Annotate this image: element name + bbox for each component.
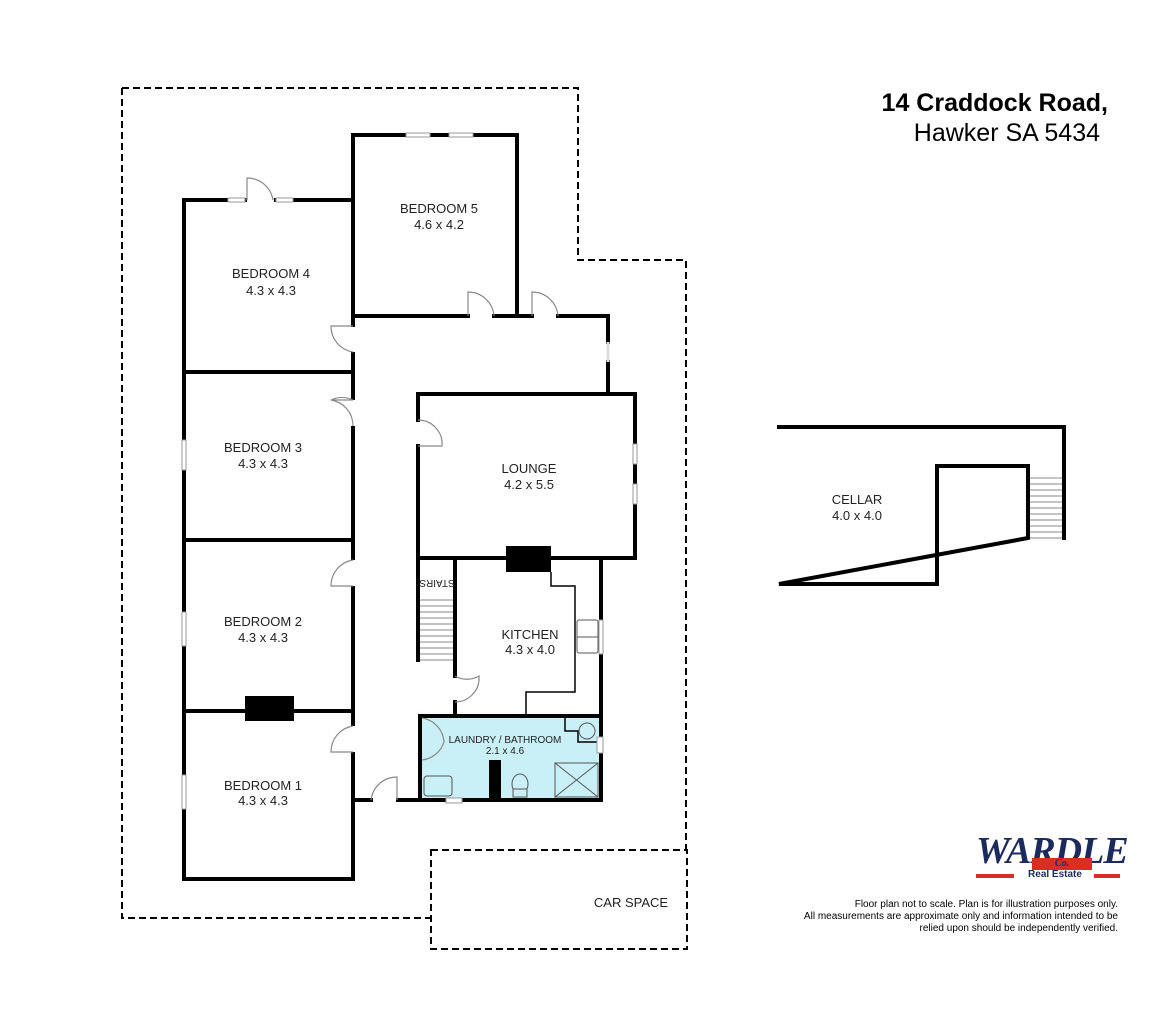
- logo-bar: [1094, 874, 1120, 878]
- window: [598, 619, 604, 655]
- room-size: 4.3 x 4.3: [246, 283, 296, 298]
- room-bedroom-4: [182, 177, 357, 542]
- room-name: BEDROOM 3: [224, 440, 302, 455]
- door-arc: [330, 559, 354, 587]
- room-name: BEDROOM 5: [400, 201, 478, 216]
- address-suburb: Hawker SA 5434: [913, 119, 1100, 147]
- room-size: 4.3 x 4.0: [505, 642, 555, 657]
- basin: [578, 722, 596, 740]
- room-size: 4.0 x 4.0: [832, 508, 882, 523]
- agency-logo: WARDLE Co. Real Estate: [976, 832, 1129, 880]
- room-name: LAUNDRY / BATHROOM: [449, 735, 562, 746]
- window: [181, 774, 187, 810]
- window: [445, 797, 463, 804]
- fireplace: [245, 696, 294, 721]
- fireplace: [506, 546, 551, 572]
- room-size: 4.3 x 4.3: [238, 630, 288, 645]
- window: [275, 197, 294, 203]
- room-name: LOUNGE: [502, 461, 557, 476]
- stairs-label: STAIRS: [419, 577, 455, 588]
- disclaimer: Floor plan not to scale. Plan is for ill…: [804, 899, 1118, 935]
- stairs: STAIRS: [416, 556, 457, 678]
- door-arc: [330, 725, 354, 753]
- door-arc: [370, 776, 398, 801]
- window: [632, 443, 638, 465]
- logo-bar: [976, 874, 1014, 878]
- room-lounge: [416, 392, 638, 572]
- property-boundary: [121, 87, 687, 919]
- door-arc: [421, 717, 445, 761]
- logo-subtitle: Real Estate: [1028, 869, 1082, 880]
- room-laundry-bathroom: [418, 714, 604, 804]
- laundry-tub: [423, 775, 453, 797]
- room-name: BEDROOM 4: [232, 266, 310, 281]
- hallway: [351, 291, 610, 395]
- car-space-boundary: [430, 849, 688, 950]
- disclaimer-line: relied upon should be independently veri…: [919, 923, 1118, 934]
- address-street: 14 Craddock Road,: [881, 89, 1108, 117]
- toilet-cistern: [512, 788, 528, 798]
- room-size: 4.6 x 4.2: [414, 217, 464, 232]
- logo-co: Co.: [1032, 858, 1092, 870]
- window: [181, 439, 187, 471]
- disclaimer-line: All measurements are approximate only an…: [803, 911, 1118, 922]
- door-arc: [467, 291, 495, 317]
- room-name: BEDROOM 2: [224, 614, 302, 629]
- window: [405, 132, 431, 138]
- room-kitchen: [453, 556, 604, 718]
- vanity-outline: [564, 718, 598, 743]
- door-arc: [531, 291, 559, 317]
- stair-treads: [420, 599, 453, 661]
- door-arc: [330, 325, 354, 353]
- room-size: 2.1 x 4.6: [486, 746, 525, 757]
- room-bedroom-2: [181, 538, 357, 721]
- room-bedroom-1: [181, 709, 422, 881]
- window: [632, 483, 638, 505]
- disclaimer-line: Floor plan not to scale. Plan is for ill…: [854, 899, 1118, 910]
- room-name: KITCHEN: [501, 627, 558, 642]
- partition: [489, 760, 501, 798]
- car-space-label: CAR SPACE: [594, 895, 668, 910]
- room-size: 4.2 x 5.5: [504, 477, 554, 492]
- window: [596, 736, 604, 754]
- window: [227, 197, 246, 203]
- door-arc: [454, 675, 480, 703]
- room-name: CELLAR: [832, 492, 883, 507]
- door-arc: [417, 419, 443, 447]
- cellar-stair-treads: [1030, 477, 1062, 539]
- window: [448, 132, 474, 138]
- room-size: 4.3 x 4.3: [238, 456, 288, 471]
- room-cellar: [777, 425, 1066, 586]
- door-arc: [330, 396, 354, 401]
- window: [181, 611, 187, 647]
- door-arc: [246, 177, 274, 201]
- room-name: BEDROOM 1: [224, 778, 302, 793]
- property-address: 14 Craddock Road, Hawker SA 5434: [882, 88, 1108, 148]
- room-size: 4.3 x 4.3: [238, 793, 288, 808]
